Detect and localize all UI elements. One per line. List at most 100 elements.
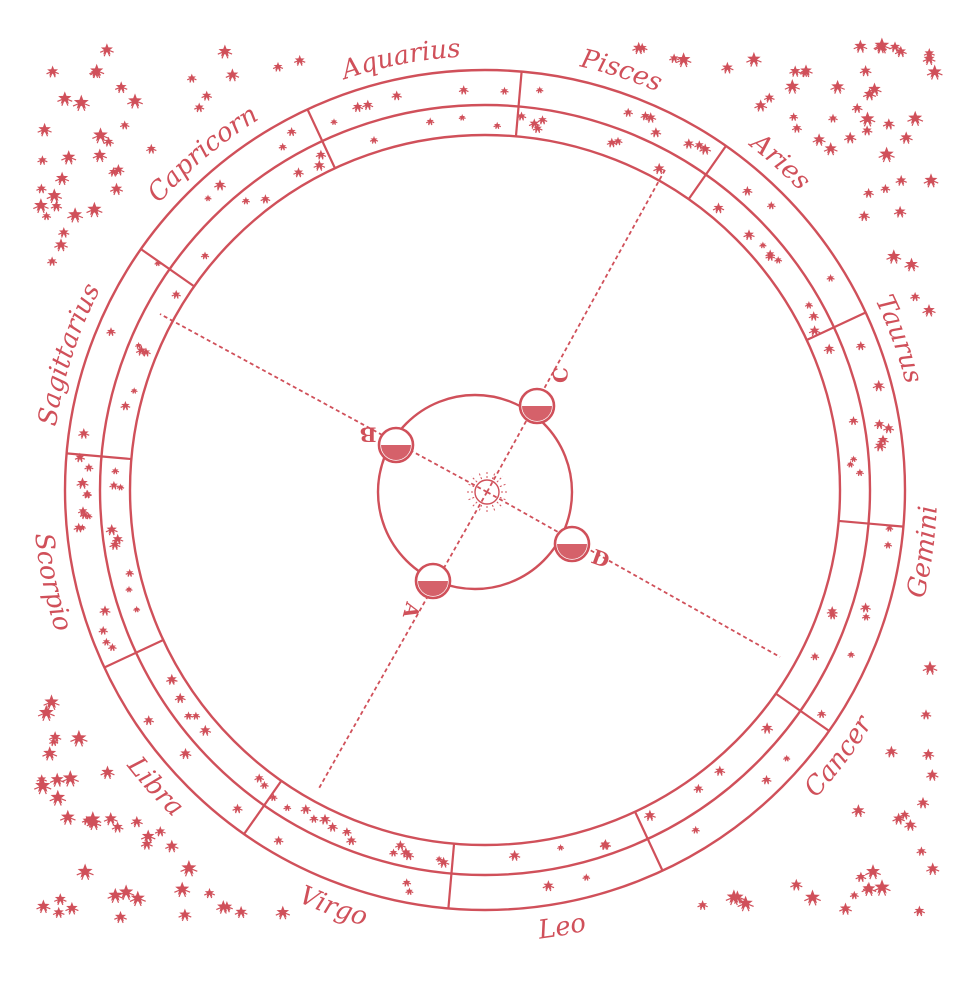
star-icon [133, 605, 141, 613]
star-icon [458, 113, 466, 121]
star-icon [894, 45, 907, 58]
star-icon [582, 873, 591, 881]
zodiac-label-text: Sagittarius [33, 278, 107, 427]
star-icon [78, 428, 90, 439]
star-icon [46, 188, 63, 204]
star-icon [855, 340, 866, 351]
star-icon [877, 434, 889, 446]
star-icon [67, 207, 84, 223]
zodiac-label-leo: Leo [535, 908, 588, 946]
star-icon [194, 102, 205, 113]
earth-icon: B [360, 423, 415, 464]
star-icon [893, 205, 907, 218]
star-icon [70, 729, 88, 747]
sign-divider [838, 519, 904, 528]
star-icon [37, 122, 52, 137]
star-icon [800, 68, 810, 78]
star-icon [650, 127, 662, 138]
star-icon [179, 747, 192, 760]
star-icon [743, 229, 755, 241]
star-icon [300, 804, 312, 815]
star-icon [34, 777, 52, 795]
star-icon [885, 745, 898, 758]
sight-line [317, 491, 488, 791]
star-icon [214, 179, 226, 191]
star-icon [691, 825, 700, 834]
star-icon [362, 99, 374, 111]
star-icon [899, 131, 913, 144]
star-icon [125, 568, 134, 577]
sign-divider [447, 843, 456, 909]
star-icon [129, 890, 146, 907]
star-icon [810, 652, 820, 661]
star-icon [330, 118, 338, 125]
star-icon [804, 889, 821, 906]
star-icon [42, 746, 58, 761]
sign-divider [775, 692, 830, 732]
star-icon [847, 650, 855, 658]
star-icon [293, 54, 306, 66]
star-icon [874, 418, 885, 430]
earth-position-label: D [588, 544, 613, 572]
star-icon [92, 148, 108, 163]
star-icon [102, 637, 111, 646]
star-icon [165, 673, 178, 685]
star-icon [100, 765, 115, 780]
star-icon [313, 159, 326, 171]
star-icon [254, 773, 265, 783]
star-icon [761, 722, 774, 734]
star-icon [599, 840, 610, 850]
star-icon [632, 41, 646, 55]
star-icon [693, 783, 704, 794]
zodiac-rings [63, 68, 907, 912]
star-icon [426, 117, 435, 126]
zodiac-label-pisces: Pisces [577, 44, 667, 99]
star-icon [873, 37, 891, 54]
star-icon [61, 150, 77, 165]
star-icon [200, 251, 210, 260]
star-icon [342, 827, 352, 837]
star-icon [46, 65, 59, 78]
star-icon [37, 704, 55, 722]
star-icon [737, 895, 754, 912]
star-icon [395, 840, 406, 851]
sight-line [486, 491, 781, 658]
star-icon [109, 539, 121, 550]
star-icon [154, 259, 162, 267]
star-icon [861, 612, 871, 621]
star-icon [52, 906, 65, 919]
star-icon [874, 440, 887, 452]
star-icon [851, 102, 863, 114]
star-icon [697, 899, 708, 910]
middle-ring [98, 103, 872, 877]
star-icon [272, 61, 284, 72]
star-icon [352, 101, 364, 113]
star-icon [437, 856, 450, 868]
sign-divider [103, 639, 164, 669]
star-icon [765, 251, 776, 261]
sign-divider [140, 248, 195, 288]
star-icon [108, 642, 117, 652]
sign-dividers [66, 71, 904, 909]
star-icon [885, 524, 894, 532]
zodiac-label-text: Scorpio [28, 531, 78, 635]
sun-icon [465, 470, 509, 514]
star-icon [699, 143, 712, 155]
star-icon [54, 238, 68, 252]
star-icon [853, 39, 868, 53]
sign-divider [687, 145, 727, 200]
star-icon [319, 813, 331, 825]
star-icon [111, 467, 120, 475]
star-icon [880, 183, 891, 194]
star-icon [72, 94, 90, 112]
star-icon [920, 709, 932, 720]
earth-position-label: C [549, 367, 573, 383]
star-icon [557, 843, 565, 851]
star-icon [58, 227, 70, 238]
star-icon [830, 79, 845, 94]
star-icon [165, 839, 179, 853]
star-icon [201, 90, 213, 101]
zodiac-label-capricorn: Capricorn [142, 100, 264, 209]
